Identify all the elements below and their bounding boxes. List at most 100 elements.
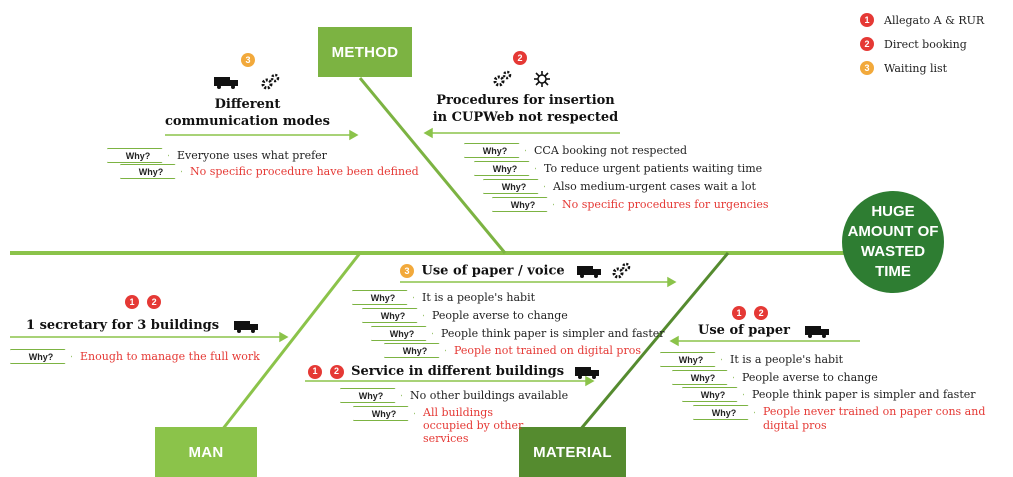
why-tag: Why? <box>682 387 744 402</box>
why-tag: Why? <box>672 370 734 385</box>
buildings-badge-2: 2 <box>329 364 344 379</box>
comm-modes-badge-group: 3 <box>241 49 258 68</box>
why-text: Also medium-urgent cases wait a lot <box>553 180 756 193</box>
why-tag: Why? <box>483 179 545 194</box>
secretary-badge-1: 1 <box>125 294 139 309</box>
procedures-why-1: Why? CCA booking not respected <box>464 143 687 158</box>
buildings-why-2: Why? All buildings occupied by other ser… <box>353 406 538 445</box>
effect-line-3: WASTED <box>860 243 926 260</box>
effect-line-2: AMOUNT OF <box>847 223 939 240</box>
why-text: To reduce urgent patients waiting time <box>544 162 763 175</box>
legend-label-2: Direct booking <box>884 37 967 51</box>
paper-voice-why-1: Why? It is a people's habit <box>352 290 535 305</box>
method-bone <box>358 77 507 254</box>
why-tag: Why? <box>474 161 536 176</box>
paper-why-4: Why? People never trained on paper cons … <box>693 405 1013 433</box>
why-text: No specific procedures for urgencies <box>562 198 769 211</box>
buildings-badge-1: 1 <box>308 364 322 379</box>
why-text: People averse to change <box>742 371 878 384</box>
material-bone <box>578 252 730 431</box>
why-text: No other buildings available <box>410 389 569 402</box>
category-man-label: MAN <box>188 443 224 461</box>
why-text: It is a people's habit <box>422 291 536 304</box>
legend-badge-3: 3 <box>860 61 874 75</box>
man-bone <box>220 252 362 431</box>
paper-voice-why-4: Why? People not trained on digital pros <box>384 343 641 358</box>
gears-icon <box>493 70 512 86</box>
truck-icon <box>804 325 829 338</box>
why-tag: Why? <box>107 148 169 163</box>
paper-title: Use of paper <box>698 323 790 338</box>
comm-modes-why-2: Why? No specific procedure have been def… <box>120 164 419 179</box>
buildings-title-group: 1 2 Service in different buildings <box>308 363 601 380</box>
category-material-label: MATERIAL <box>533 443 612 461</box>
why-text: People averse to change <box>432 309 568 322</box>
comm-modes-title-line-1: Different <box>214 97 281 112</box>
category-method-box: METHOD <box>318 27 412 77</box>
why-tag: Why? <box>384 343 446 358</box>
category-method-label: METHOD <box>331 43 399 61</box>
why-tag: Why? <box>340 388 402 403</box>
paper-voice-why-2: Why? People averse to change <box>362 308 568 323</box>
secretary-badges: 1 2 <box>125 291 164 310</box>
comm-modes-icons <box>214 71 281 91</box>
why-text: CCA booking not respected <box>534 144 688 157</box>
effect-head: HUGE AMOUNT OF WASTED TIME <box>842 191 944 293</box>
paper-badge-1: 1 <box>732 305 746 320</box>
procedures-icons <box>493 68 552 88</box>
why-tag: Why? <box>492 197 554 212</box>
why-tag: Why? <box>353 406 415 421</box>
buildings-why-1: Why? No other buildings available <box>340 388 568 403</box>
why-tag: Why? <box>464 143 526 158</box>
secretary-title: 1 secretary for 3 buildings <box>26 318 220 333</box>
why-text: All buildings occupied by other services <box>423 406 524 445</box>
procedures-title-line-1: Procedures for insertion <box>436 93 615 108</box>
procedures-badge: 2 <box>513 50 527 65</box>
legend-label-1: Allegato A & RUR <box>884 13 985 27</box>
paper-why-2: Why? People averse to change <box>672 370 878 385</box>
paper-badge-2: 2 <box>754 305 769 320</box>
truck-icon <box>233 320 258 333</box>
paper-voice-title-group: 3 Use of paper / voice <box>400 262 632 280</box>
why-text: People think paper is simpler and faster <box>441 327 665 340</box>
legend-item-3: 3 Waiting list <box>860 61 947 75</box>
buildings-title: Service in different buildings <box>351 364 565 379</box>
category-material-box: MATERIAL <box>519 427 626 477</box>
secretary-badge-2: 2 <box>147 294 162 309</box>
why-text: It is a people's habit <box>730 353 844 366</box>
paper-title-group: Use of paper <box>698 322 831 339</box>
paper-why-3: Why? People think paper is simpler and f… <box>682 387 976 402</box>
why-tag: Why? <box>362 308 424 323</box>
comm-modes-title: Different communication modes <box>165 96 330 130</box>
procedures-badge-group: 2 <box>513 47 530 66</box>
why-text: No specific procedure have been defined <box>190 165 419 178</box>
why-tag: Why? <box>660 352 722 367</box>
why-tag: Why? <box>10 349 72 364</box>
why-text: Everyone uses what prefer <box>177 149 327 162</box>
secretary-title-group: 1 secretary for 3 buildings <box>26 317 260 334</box>
procedures-why-2: Why? To reduce urgent patients waiting t… <box>474 161 762 176</box>
legend-item-2: 2 Direct booking <box>860 37 967 51</box>
procedures-title-line-2: in CUPWeb not respected <box>432 110 619 125</box>
comm-modes-badge: 3 <box>241 52 255 67</box>
procedures-title: Procedures for insertion in CUPWeb not r… <box>428 92 623 126</box>
why-text: People not trained on digital pros <box>454 344 641 357</box>
paper-voice-why-3: Why? People think paper is simpler and f… <box>371 326 665 341</box>
category-man-box: MAN <box>155 427 257 477</box>
paper-voice-badge: 3 <box>400 264 414 278</box>
legend-badge-2: 2 <box>860 37 874 51</box>
gears-icon <box>261 73 280 89</box>
cause-arrows <box>10 127 860 387</box>
effect-line-4: TIME <box>875 263 911 280</box>
procedures-why-3: Why? Also medium-urgent cases wait a lot <box>483 179 756 194</box>
why-text: People never trained on paper cons and d… <box>763 405 986 432</box>
why-tag: Why? <box>120 164 182 179</box>
paper-voice-title: Use of paper / voice <box>421 263 565 279</box>
secretary-why-1: Why? Enough to manage the full work <box>10 349 260 364</box>
why-tag: Why? <box>371 326 433 341</box>
truck-icon <box>574 366 599 379</box>
why-text: People think paper is simpler and faster <box>752 388 976 401</box>
burst-icon <box>534 70 551 87</box>
